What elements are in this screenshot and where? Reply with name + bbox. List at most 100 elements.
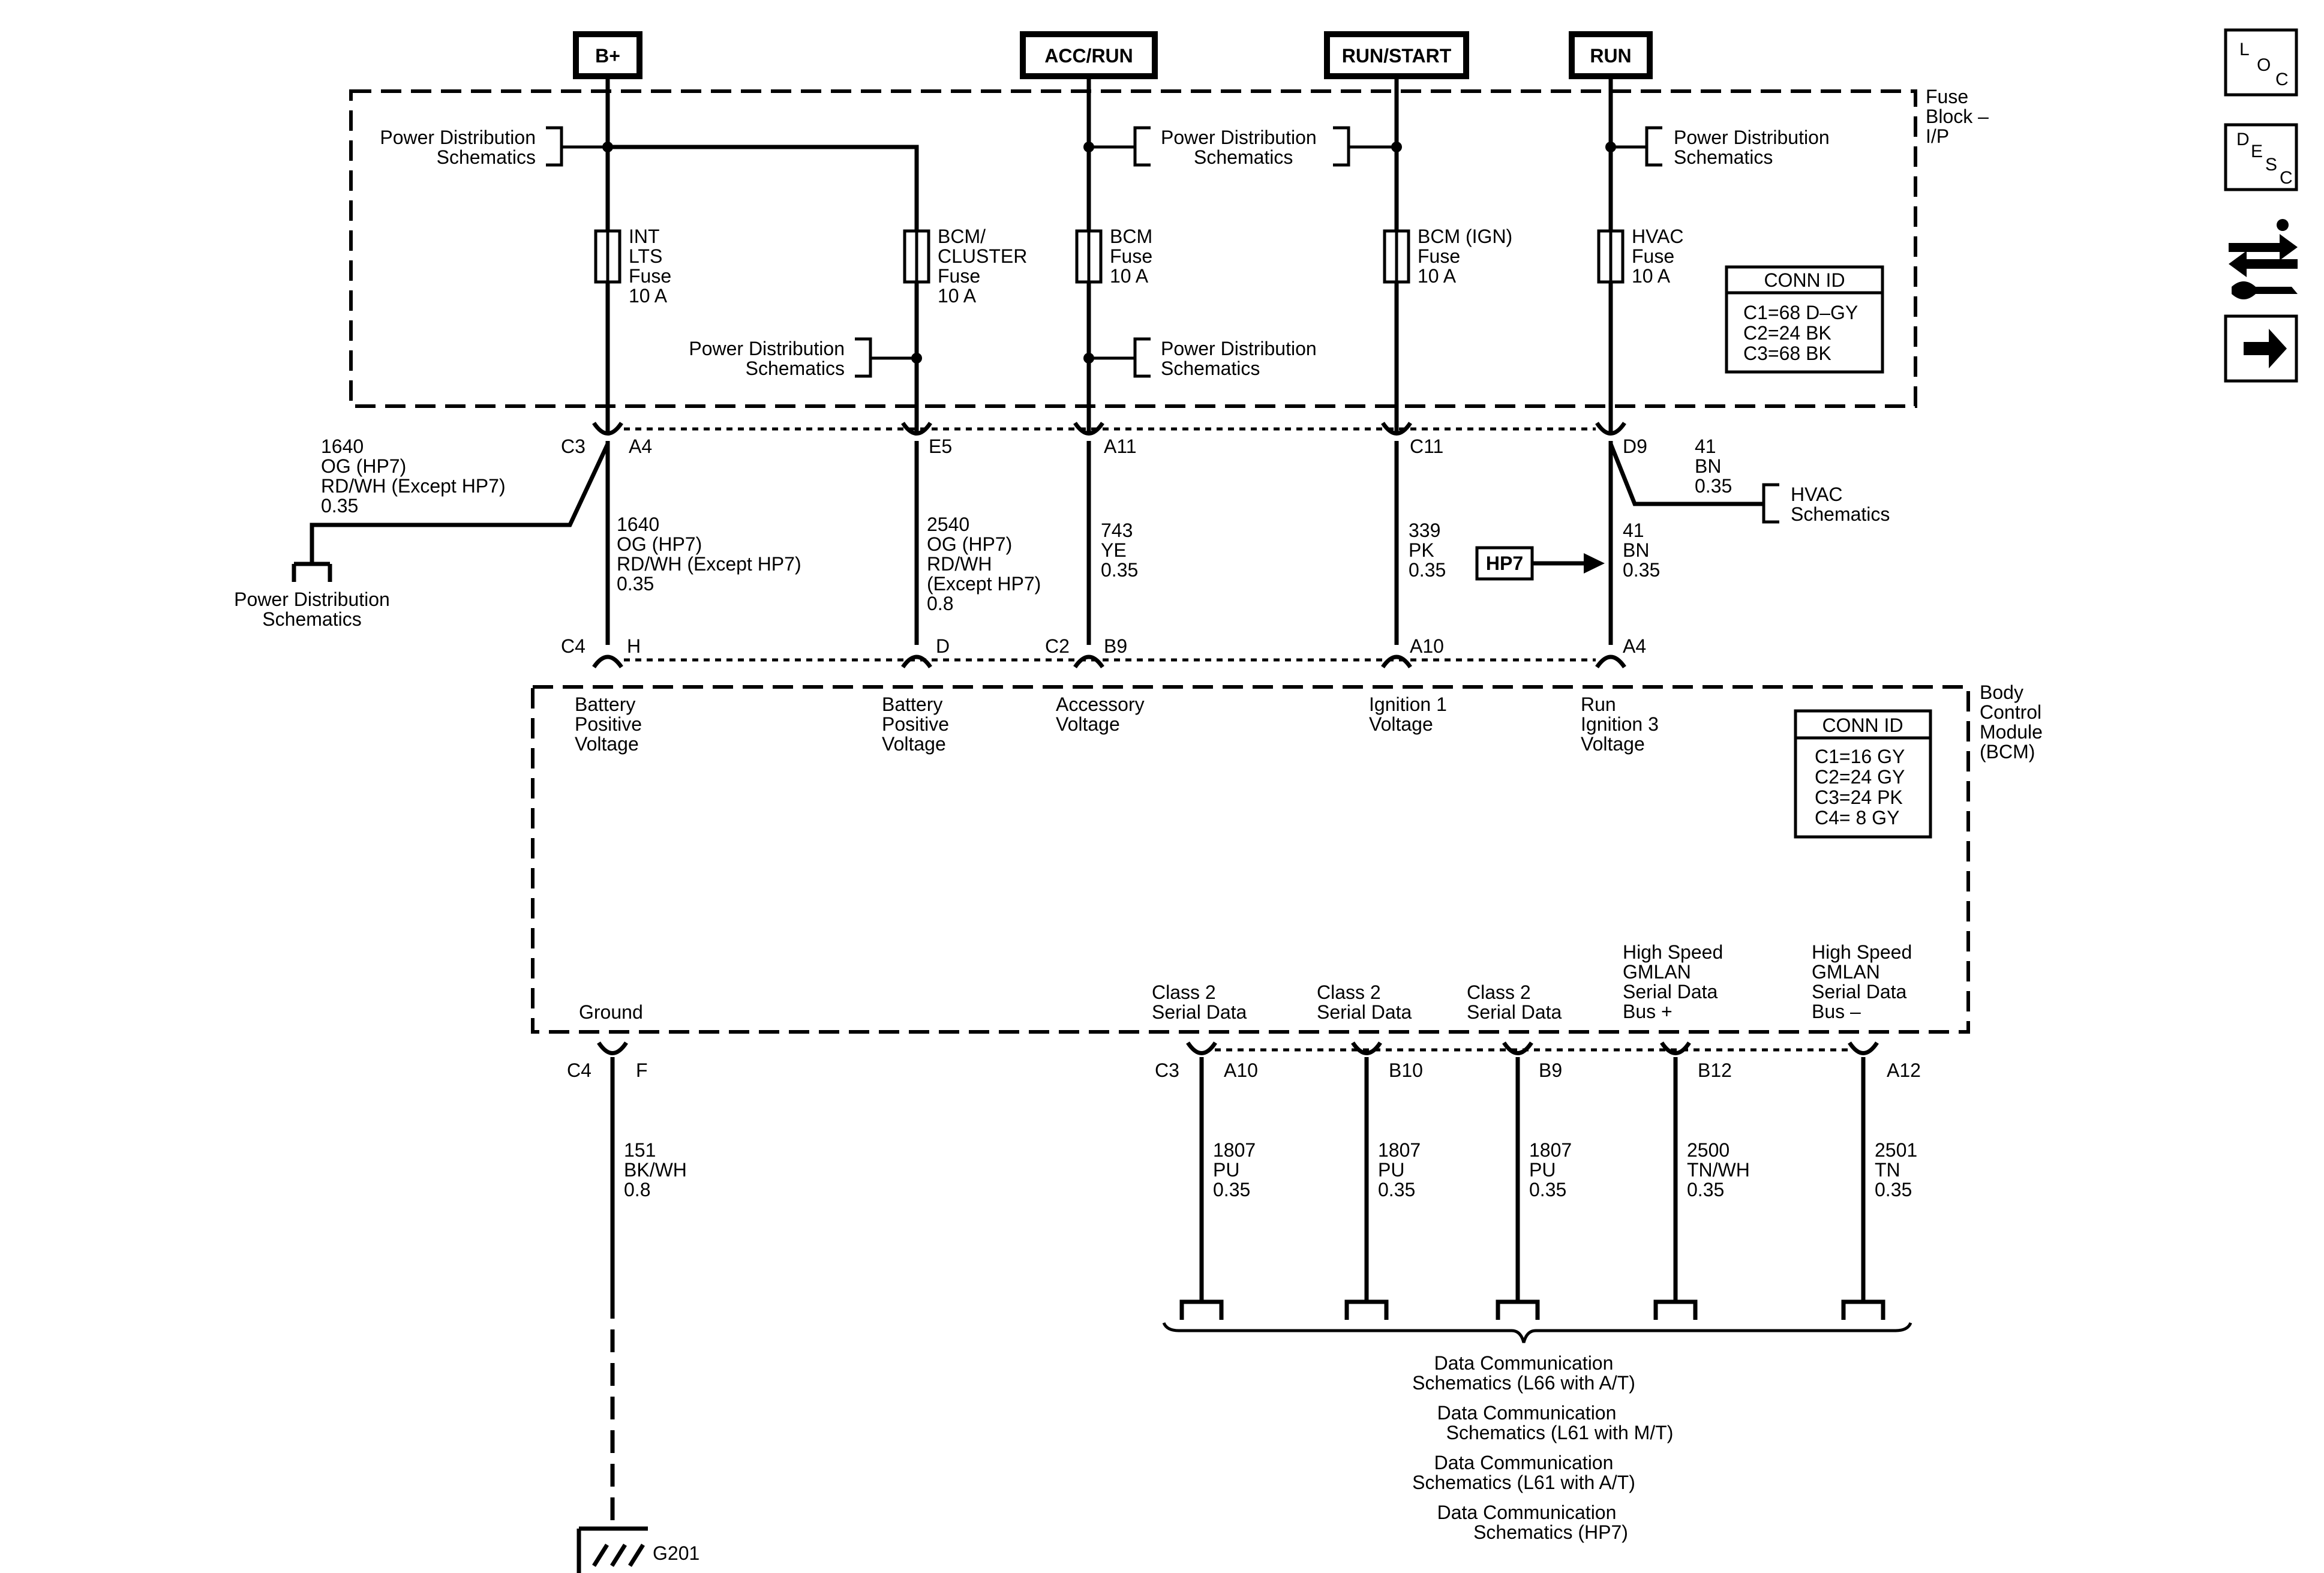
power-distribution-ref[interactable]: Power Distribution Schematics: [380, 127, 536, 168]
svg-text:Data Communication: Data Communication: [1434, 1452, 1614, 1473]
pin-id: B10: [1389, 1059, 1423, 1081]
svg-text:TN/WH: TN/WH: [1687, 1159, 1750, 1181]
svg-text:GMLAN: GMLAN: [1623, 961, 1691, 983]
svg-text:Serial Data: Serial Data: [1467, 1001, 1562, 1023]
svg-text:Accessory: Accessory: [1056, 694, 1145, 715]
data-comm-ref-l61-mt[interactable]: Data Communication Schematics (L61 with …: [1437, 1402, 1674, 1443]
pin-id: D9: [1623, 436, 1647, 457]
power-source-run-start[interactable]: RUN/START: [1324, 31, 1469, 79]
svg-text:1807: 1807: [1529, 1139, 1572, 1161]
fuse-block-label: Fuse Block – I/P: [1926, 86, 1989, 147]
power-distribution-ref[interactable]: Power Distribution Schematics: [689, 338, 845, 379]
next-arrow-icon[interactable]: [2224, 314, 2298, 383]
svg-text:HP7: HP7: [1486, 553, 1523, 574]
loc-icon[interactable]: L O C: [2224, 28, 2298, 97]
power-distribution-ref[interactable]: Power Distribution Schematics: [1674, 127, 1830, 168]
data-comm-ref-hp7[interactable]: Data Communication Schematics (HP7): [1437, 1502, 1628, 1543]
svg-text:Positive: Positive: [882, 713, 949, 735]
svg-text:Voltage: Voltage: [1369, 713, 1433, 735]
svg-text:BN: BN: [1623, 539, 1649, 561]
svg-text:Power Distribution: Power Distribution: [380, 127, 536, 148]
power-source-bplus[interactable]: B+: [573, 31, 642, 79]
svg-text:HVAC: HVAC: [1632, 226, 1684, 247]
pin-id: B9: [1539, 1059, 1562, 1081]
svg-text:1807: 1807: [1213, 1139, 1256, 1161]
svg-text:OG (HP7): OG (HP7): [927, 533, 1012, 555]
bcm-output-gmlan-plus: High Speed GMLAN Serial Data Bus +: [1623, 941, 1723, 1022]
svg-text:10 A: 10 A: [629, 285, 668, 307]
svg-text:2501: 2501: [1875, 1139, 1917, 1161]
bcm-outline: [531, 685, 1970, 1034]
svg-text:Schematics: Schematics: [437, 146, 536, 168]
pin-id: B9: [1104, 635, 1127, 657]
bcm-conn-id: CONN ID C1=16 GY C2=24 GY C3=24 PK C4= 8…: [1794, 709, 1932, 839]
bcm-output-class2: Class 2 Serial Data: [1152, 981, 1247, 1023]
data-comm-brace: [1162, 1322, 1912, 1343]
pin-id: B12: [1698, 1059, 1732, 1081]
svg-text:I/P: I/P: [1926, 125, 1949, 147]
svg-text:Power Distribution: Power Distribution: [1161, 338, 1317, 359]
pin-id: E5: [929, 436, 952, 457]
svg-text:E: E: [2251, 142, 2263, 161]
svg-text:Class 2: Class 2: [1152, 981, 1216, 1003]
svg-text:151: 151: [624, 1139, 656, 1161]
svg-text:Bus –: Bus –: [1812, 1001, 1861, 1022]
svg-text:Voltage: Voltage: [1581, 733, 1645, 755]
connector-tools-icon[interactable]: [2229, 219, 2298, 299]
svg-text:0.35: 0.35: [1213, 1179, 1250, 1200]
power-distribution-ref[interactable]: Power Distribution Schematics: [234, 589, 390, 630]
svg-text:OG (HP7): OG (HP7): [321, 455, 406, 477]
svg-text:Schematics: Schematics: [1161, 358, 1260, 379]
wire-label: 1807 PU 0.35: [1378, 1139, 1421, 1200]
wire-label: 1640 OG (HP7) RD/WH (Except HP7) 0.35: [617, 514, 801, 595]
svg-text:Voltage: Voltage: [882, 733, 946, 755]
svg-text:Control: Control: [1980, 701, 2041, 723]
svg-text:0.35: 0.35: [321, 495, 358, 517]
svg-text:Schematics (L61 with M/T): Schematics (L61 with M/T): [1446, 1422, 1674, 1443]
fuse-bcm: BCM Fuse 10 A: [1075, 226, 1152, 287]
pin-id: A4: [629, 436, 652, 457]
bcm-output-ground: Ground: [579, 1001, 643, 1023]
svg-text:Voltage: Voltage: [575, 733, 639, 755]
power-source-acc-run[interactable]: ACC/RUN: [1020, 31, 1158, 79]
svg-text:0.35: 0.35: [1623, 559, 1660, 581]
wire-label: 2501 TN 0.35: [1875, 1139, 1917, 1200]
desc-icon[interactable]: D E S C: [2224, 123, 2298, 191]
svg-text:RD/WH: RD/WH: [927, 553, 992, 575]
wire-label: 41 BN 0.35: [1695, 436, 1732, 497]
data-comm-ref-l61-at[interactable]: Data Communication Schematics (L61 with …: [1412, 1452, 1635, 1493]
bcm-input-ignition-1: Ignition 1 Voltage: [1369, 694, 1447, 735]
wire-label: 2500 TN/WH 0.35: [1687, 1139, 1750, 1200]
svg-text:41: 41: [1623, 520, 1644, 541]
svg-text:Fuse: Fuse: [1926, 86, 1968, 107]
svg-text:Power Distribution: Power Distribution: [1161, 127, 1317, 148]
power-distribution-ref[interactable]: Power Distribution Schematics: [1161, 338, 1317, 379]
bcm-input-accessory-voltage: Accessory Voltage: [1056, 694, 1145, 735]
pin-id: A11: [1104, 436, 1137, 457]
svg-text:PU: PU: [1213, 1159, 1239, 1181]
svg-text:C4= 8 GY: C4= 8 GY: [1815, 807, 1899, 828]
bcm-label: Body Control Module (BCM): [1980, 682, 2043, 763]
power-distribution-ref[interactable]: Power Distribution Schematics: [1161, 127, 1317, 168]
svg-text:Module: Module: [1980, 721, 2043, 743]
svg-text:Serial Data: Serial Data: [1623, 981, 1718, 1002]
svg-text:Power Distribution: Power Distribution: [234, 589, 390, 610]
svg-text:CONN ID: CONN ID: [1764, 269, 1845, 291]
hp7-option-tag: HP7: [1475, 546, 1605, 581]
svg-text:Data Communication: Data Communication: [1434, 1352, 1614, 1374]
svg-text:Class 2: Class 2: [1467, 981, 1531, 1003]
hvac-schematics-ref[interactable]: HVAC Schematics: [1791, 484, 1890, 525]
svg-text:Schematics (L61 with A/T): Schematics (L61 with A/T): [1412, 1472, 1635, 1493]
svg-text:2500: 2500: [1687, 1139, 1730, 1161]
data-comm-ref-l66-at[interactable]: Data Communication Schematics (L66 with …: [1412, 1352, 1635, 1394]
svg-text:OG (HP7): OG (HP7): [617, 533, 702, 555]
svg-text:CLUSTER: CLUSTER: [938, 245, 1027, 267]
svg-text:Battery: Battery: [882, 694, 942, 715]
fuse-int-lts: INT LTS Fuse 10 A: [594, 226, 671, 307]
power-source-run[interactable]: RUN: [1569, 31, 1653, 79]
svg-text:BCM/: BCM/: [938, 226, 986, 247]
svg-text:Schematics: Schematics: [1791, 503, 1890, 525]
svg-text:RD/WH (Except HP7): RD/WH (Except HP7): [617, 553, 801, 575]
fuse-bcm-ign: BCM (IGN) Fuse 10 A: [1383, 226, 1512, 287]
connector-id: C3: [1155, 1059, 1179, 1081]
